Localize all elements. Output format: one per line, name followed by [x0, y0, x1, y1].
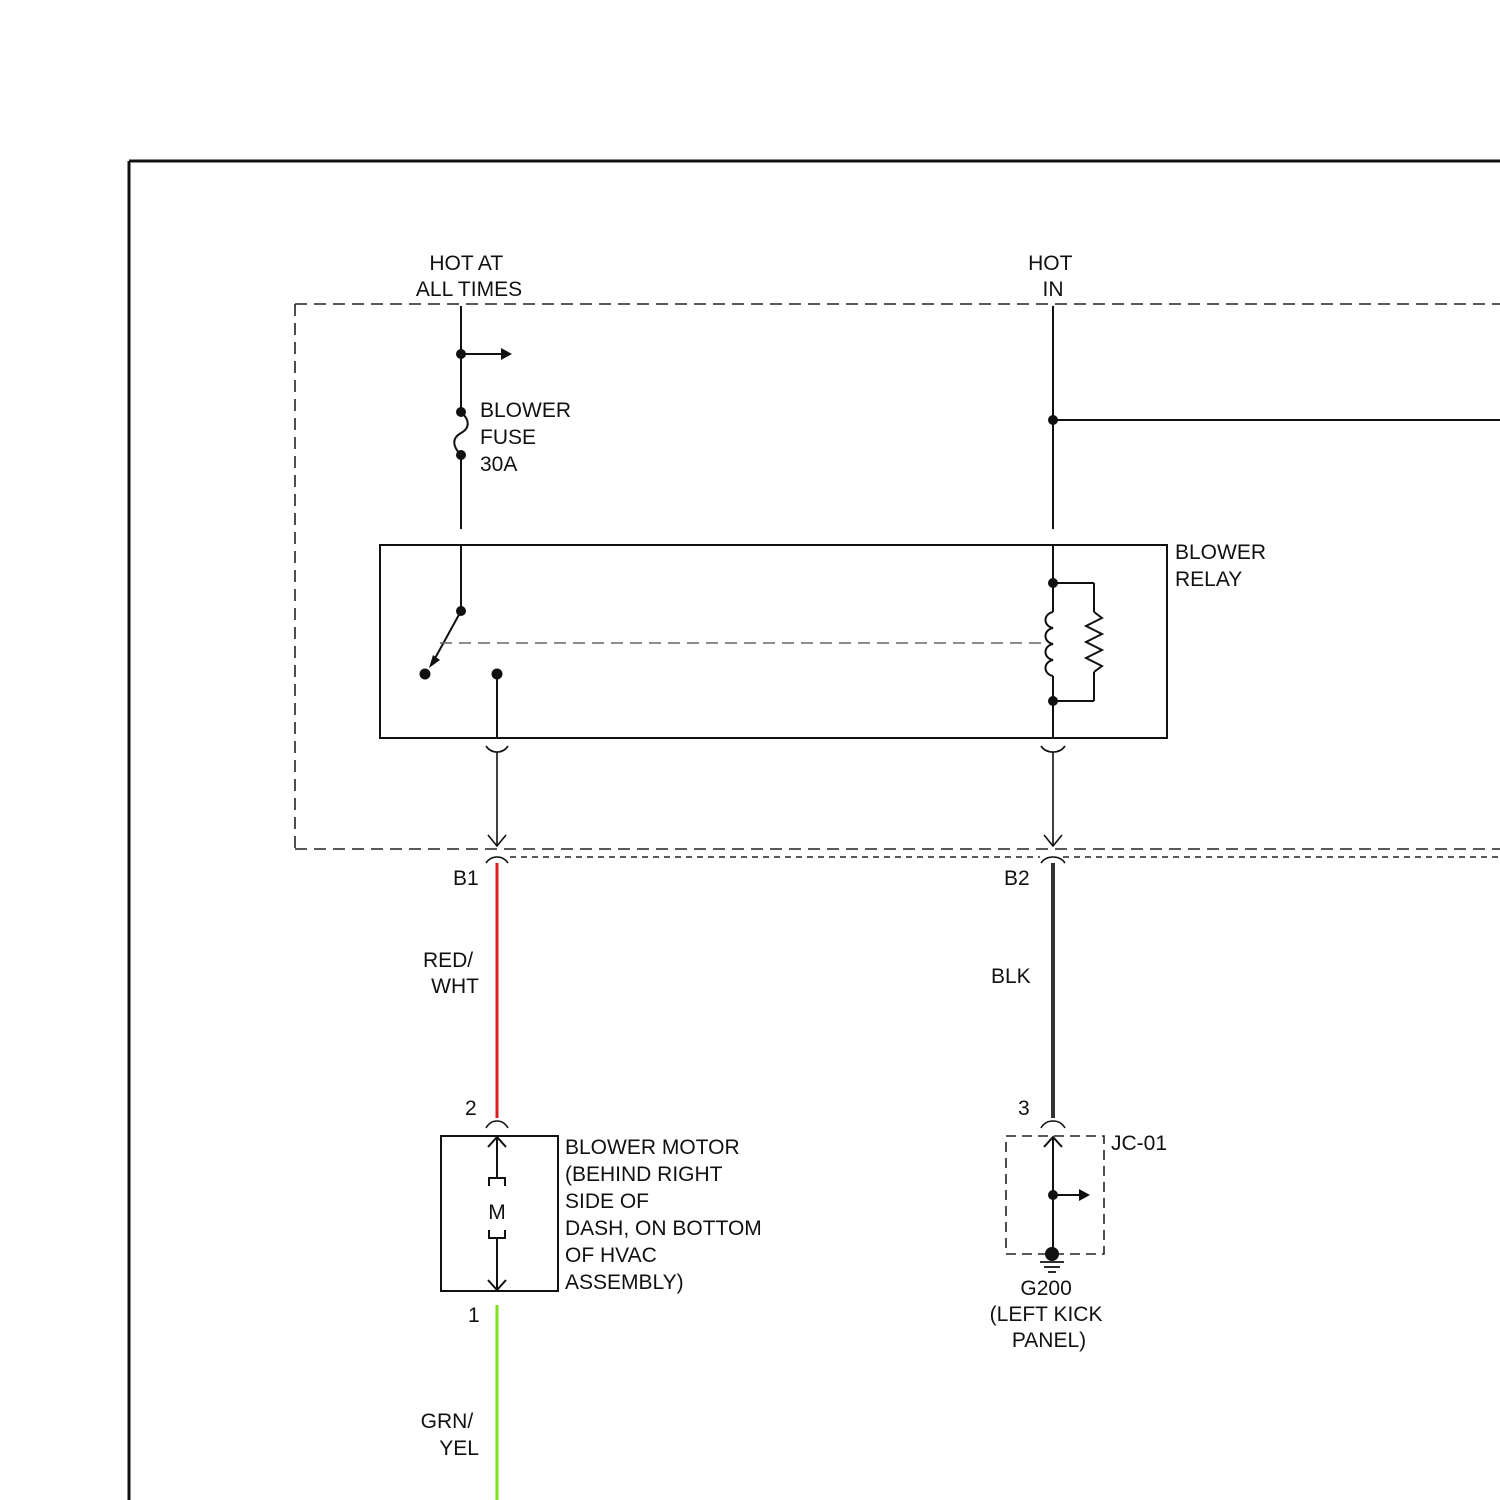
blower-motor-label: BLOWER MOTOR (BEHIND RIGHT SIDE OF DASH,… [565, 1136, 768, 1294]
junction-pin-3-label: 3 [1018, 1097, 1030, 1120]
motor-symbol-label: M [488, 1201, 506, 1224]
hot-in-splice-node [1048, 415, 1058, 425]
ground-g200-label: G200 (LEFT KICK PANEL) [990, 1277, 1109, 1352]
hot-in-label: HOT IN [1028, 252, 1078, 301]
relay-coil-icon [1046, 545, 1103, 738]
hot-at-all-times-label: HOT AT ALL TIMES [416, 252, 522, 301]
splice-node [456, 349, 466, 359]
hot-in-feed-wire [1053, 306, 1500, 529]
junction-pin-3-connector-icon [1041, 1121, 1065, 1128]
b1-internal-wire [486, 746, 508, 846]
page-frame [129, 161, 1500, 1500]
blower-fuse-label: BLOWER FUSE 30A [480, 399, 577, 476]
junction-splice-node [1048, 1190, 1058, 1200]
ground-node [1045, 1247, 1059, 1261]
motor-pin-2-label: 2 [465, 1097, 477, 1120]
connector-b1-label: B1 [453, 867, 479, 890]
connector-b2-label: B2 [1004, 867, 1030, 890]
connector-b1-icon [486, 857, 508, 863]
junction-arrow-icon [1079, 1189, 1090, 1201]
wire-grn-yel-label: GRN/ YEL [421, 1410, 479, 1460]
fuse-box-outline [295, 304, 1500, 857]
relay-switch-arrow-icon [429, 655, 440, 668]
relay-switch-icon [433, 545, 1045, 738]
splice-arrow-icon [501, 348, 512, 360]
ground-icon [1040, 1262, 1064, 1272]
connector-b2-icon [1041, 857, 1065, 863]
junction-jc01-label: JC-01 [1111, 1132, 1167, 1155]
blower-relay-label: BLOWER RELAY [1175, 541, 1272, 591]
wire-blk-label: BLK [991, 965, 1031, 988]
wire-red-wht-label: RED/ WHT [423, 949, 479, 998]
motor-pin-1-label: 1 [468, 1304, 480, 1327]
motor-pin-2-connector-icon [486, 1121, 508, 1128]
b2-internal-wire [1041, 746, 1065, 846]
